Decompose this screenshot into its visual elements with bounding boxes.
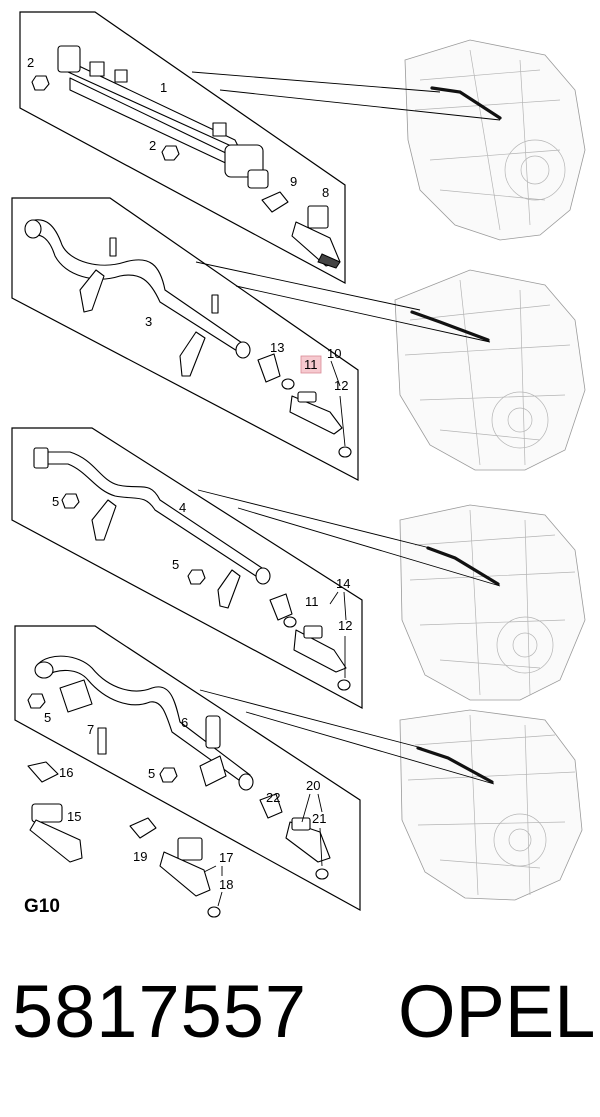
callout-7: 7 bbox=[87, 722, 94, 737]
callout-10: 10 bbox=[327, 346, 341, 361]
panel-to-engine-leaders bbox=[191, 71, 501, 785]
callout-21: 21 bbox=[312, 811, 326, 826]
callout-4: 4 bbox=[179, 500, 186, 515]
callout-3: 3 bbox=[145, 314, 152, 329]
callout-12: 12 bbox=[338, 618, 352, 633]
callout-22: 22 bbox=[266, 790, 280, 805]
callout-16: 16 bbox=[59, 765, 73, 780]
callout-5: 5 bbox=[148, 766, 155, 781]
callout-14: 14 bbox=[336, 576, 350, 591]
panel-3-fuel-rail bbox=[11, 427, 363, 710]
callout-5: 5 bbox=[172, 557, 179, 572]
callout-13: 13 bbox=[270, 340, 284, 355]
highlight-box bbox=[300, 355, 322, 374]
engine-illustration-4 bbox=[399, 709, 583, 901]
callout-12: 12 bbox=[334, 378, 348, 393]
callout-17: 17 bbox=[219, 850, 233, 865]
brand-name: OPEL bbox=[398, 970, 596, 1053]
callout-11: 11 bbox=[305, 594, 319, 609]
engine-illustration-2 bbox=[394, 269, 586, 471]
callout-5: 5 bbox=[44, 710, 51, 725]
panel-4-fuel-rail bbox=[14, 625, 361, 918]
callout-20: 20 bbox=[306, 778, 320, 793]
parts-diagram: 1 2 2 9 8 3 13 10 11 12 bbox=[11, 11, 586, 918]
callout-9: 9 bbox=[290, 174, 297, 189]
callout-6: 6 bbox=[181, 715, 188, 730]
callout-2: 2 bbox=[149, 138, 156, 153]
callout-11-highlighted: 11 bbox=[304, 357, 318, 372]
callout-8: 8 bbox=[322, 185, 329, 200]
panel-2-fuel-rail bbox=[11, 197, 359, 481]
callout-5: 5 bbox=[52, 494, 59, 509]
engine-illustration-1 bbox=[404, 39, 586, 241]
section-label: G10 bbox=[24, 896, 60, 917]
engine-illustration-3 bbox=[399, 504, 586, 701]
callout-1: 1 bbox=[160, 80, 167, 95]
callout-18: 18 bbox=[219, 877, 233, 892]
callout-2: 2 bbox=[27, 55, 34, 70]
part-number: 5817557 bbox=[12, 970, 308, 1053]
callout-15: 15 bbox=[67, 809, 81, 824]
callout-19: 19 bbox=[133, 849, 147, 864]
panel-1-fuel-rail bbox=[19, 11, 346, 285]
